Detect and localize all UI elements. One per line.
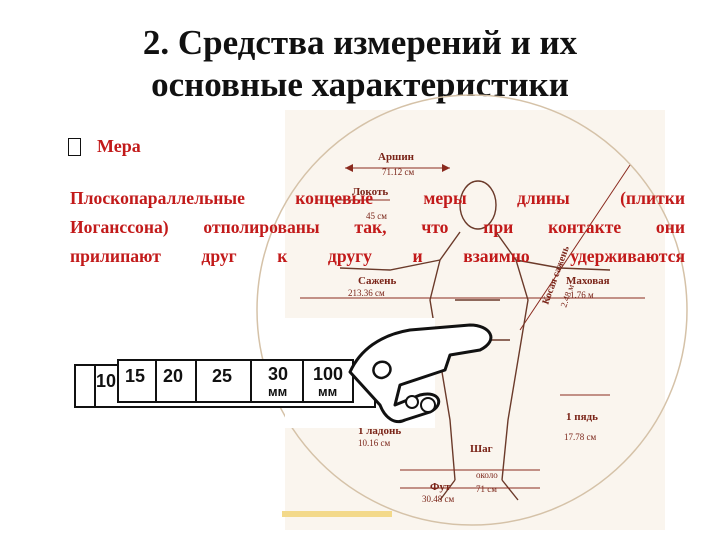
label-lokot-value: 45 см [366,211,387,221]
label-sazhen-value: 213.36 см [348,288,385,298]
block-unit-30: мм [268,384,287,399]
label-arshin-value: 71.12 см [382,167,414,177]
label-ladon-value: 10.16 см [358,438,390,448]
slide-title: 2. Средства измерений и их основные хара… [0,22,720,106]
paragraph-line: Плоскопараллельные концевые меры длины (… [70,188,685,208]
block-label-30: 30 [268,364,288,384]
label-pyad-value: 17.78 см [564,432,596,442]
label-mahovaya-value: 1.76 м [570,290,594,300]
block-label-15: 15 [125,366,145,386]
paragraph-line: Иоганссона) отполированы так, что при ко… [70,217,685,237]
label-fut-value: 30.48 см [422,494,454,504]
block-label-20: 20 [163,366,183,386]
label-fut: Фут [430,481,451,493]
slide-title-line1: 2. Средства измерений и их [142,23,578,62]
block-label-100: 100 [313,364,343,384]
label-sazhen: Сажень [358,275,396,287]
label-lokot: Локоть [352,186,388,198]
label-okolo: около [476,470,498,480]
label-arshin: Аршин [378,151,415,163]
bullet-box-icon [68,137,81,156]
slide-title-line2: основные характеристики [151,65,569,104]
label-pyad: 1 пядь [566,411,598,423]
block-label-25: 25 [212,366,232,386]
label-okolo-value: 71 см [476,484,497,494]
label-shag: Шаг [470,443,493,455]
description-paragraph: Плоскопараллельные концевые меры длины (… [70,184,685,271]
bullet-label: Мера [97,136,141,156]
block-label-10: 10 [96,371,116,391]
label-mahovaya: Маховая [566,275,610,287]
block-unit-100: мм [318,384,337,399]
bullet-item: Мера [68,136,141,157]
paragraph-line: прилипают друг к другу и взаимно удержив… [70,246,685,266]
